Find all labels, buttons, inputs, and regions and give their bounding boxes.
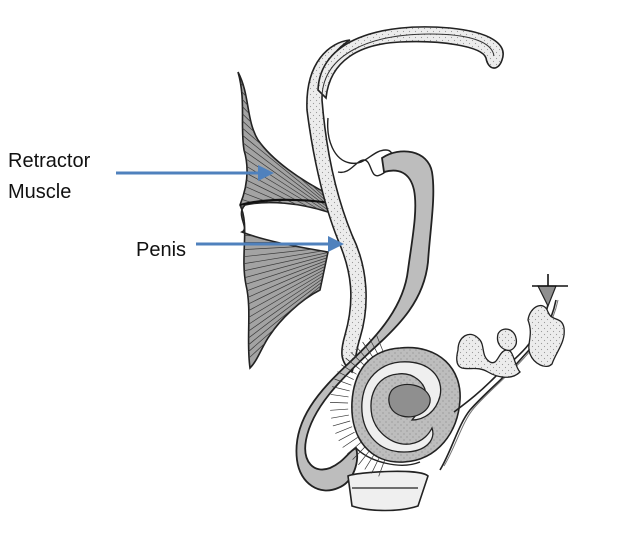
gland <box>330 334 461 477</box>
penis-shaft <box>306 26 504 374</box>
seminal-vesicle <box>456 274 568 378</box>
retractor-muscle-label-line2: Muscle <box>8 181 72 203</box>
retractor-muscle-arrow <box>116 165 274 181</box>
retractor-muscle-label-line1: Retractor <box>8 150 91 172</box>
penis-base <box>347 470 429 512</box>
penis-label: Penis <box>136 239 187 261</box>
penis-arrow <box>196 236 344 252</box>
